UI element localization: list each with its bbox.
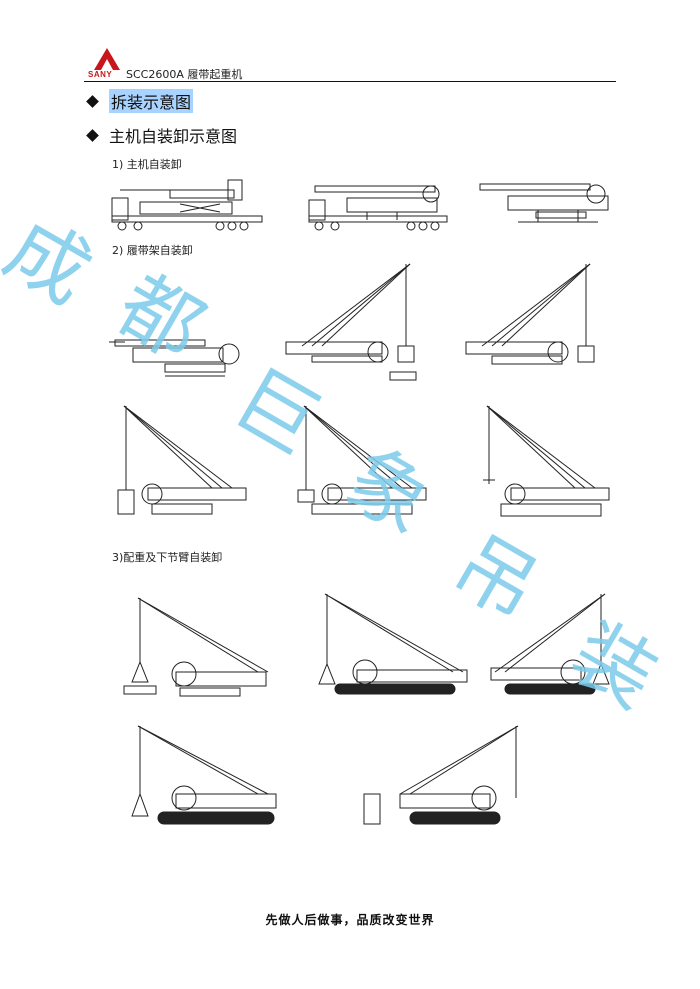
diamond-bullet-icon xyxy=(86,128,99,142)
section-title-2: 主机自装卸示意图 xyxy=(109,127,238,146)
header-rule xyxy=(84,81,616,82)
sany-logo-icon xyxy=(94,48,120,70)
figure-truck-loading-2 xyxy=(307,178,449,233)
figure-counterweight-4 xyxy=(128,720,283,832)
subsection-counterweight: 3)配重及下节臂自装卸 xyxy=(112,551,223,564)
section-heading-self-loading: 主机自装卸示意图 xyxy=(86,123,238,147)
page-header: SANY SCC2600A 履带起重机 xyxy=(84,44,616,84)
figure-track-frame-1 xyxy=(105,332,240,382)
section-heading-disassembly: 拆装示意图 xyxy=(86,89,194,113)
figure-counterweight-1 xyxy=(118,592,278,702)
figure-track-frame-2 xyxy=(282,260,432,385)
document-title: SCC2600A 履带起重机 xyxy=(126,68,243,81)
subsection-main-unit: 1) 主机自装卸 xyxy=(112,158,182,171)
figure-counterweight-5 xyxy=(360,720,525,832)
figure-track-frame-4 xyxy=(112,400,252,525)
diamond-bullet-icon xyxy=(86,94,99,108)
figure-counterweight-2 xyxy=(305,588,475,700)
figure-track-frame-3 xyxy=(462,260,612,385)
figure-truck-loading-1 xyxy=(110,178,265,233)
figure-truck-loading-3 xyxy=(478,178,616,233)
section-title-1: 拆装示意图 xyxy=(109,89,194,113)
figure-track-frame-5 xyxy=(292,400,432,525)
figure-track-frame-6 xyxy=(475,400,615,525)
logo-text: SANY xyxy=(88,70,113,79)
figure-counterweight-3 xyxy=(485,588,615,700)
footer-slogan: 先做人后做事，品质改变世界 xyxy=(265,913,435,927)
watermark-char: 成 xyxy=(0,201,107,322)
subsection-track-frame: 2) 履带架自装卸 xyxy=(112,244,193,257)
